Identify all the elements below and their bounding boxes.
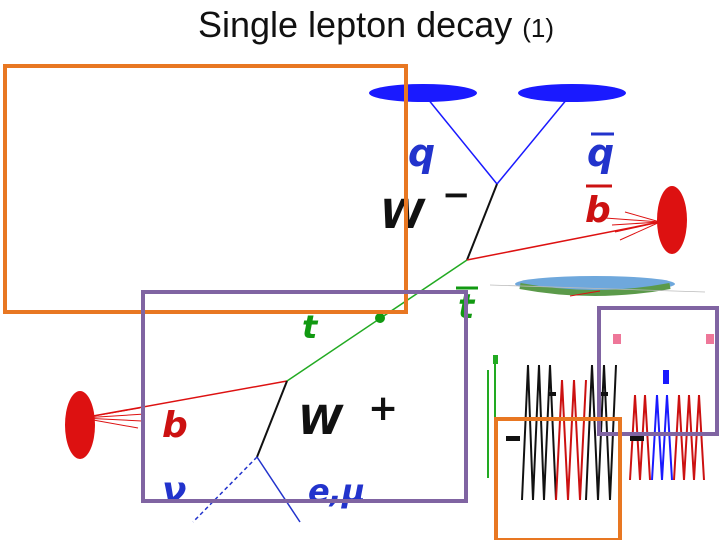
neutrino-line	[192, 456, 258, 523]
title-text: Single lepton decay	[197, 4, 513, 45]
label-w-minus-charge: −	[442, 175, 471, 215]
w-minus-line	[466, 183, 498, 261]
label-quark: q	[408, 131, 435, 175]
highlight-box-purple-main	[141, 290, 468, 503]
quark-jet-left	[369, 84, 498, 185]
top-vertex	[375, 313, 385, 323]
lepton-line	[256, 456, 301, 523]
slide-title: Single lepton decay (1)	[0, 4, 720, 46]
label-antibottom: b	[585, 190, 611, 231]
highlight-box-purple-right	[597, 306, 719, 436]
jet-blob-right	[518, 84, 626, 102]
title-suffix: (1)	[522, 13, 555, 43]
label-lepton: e,μ	[308, 472, 365, 510]
label-w-plus-charge: +	[368, 388, 398, 429]
detector-event-display	[487, 276, 714, 501]
jet-blob-bottom	[65, 391, 95, 459]
jet-blob-left	[369, 84, 477, 102]
label-top: t	[302, 308, 319, 346]
label-w-minus: W	[380, 192, 426, 238]
label-antiquark: q	[587, 131, 614, 175]
highlight-box-orange-bottom	[494, 417, 622, 540]
antibottom-jet	[466, 186, 687, 261]
label-neutrino: ν	[162, 470, 187, 511]
label-w-plus: W	[298, 398, 344, 444]
label-bottom: b	[162, 405, 188, 446]
antiquark-jet-right	[496, 84, 626, 185]
highlight-box-orange-top	[3, 64, 408, 314]
bottom-jet	[65, 380, 288, 459]
jet-blob-antibottom	[657, 186, 687, 254]
w-plus-line	[256, 380, 288, 458]
